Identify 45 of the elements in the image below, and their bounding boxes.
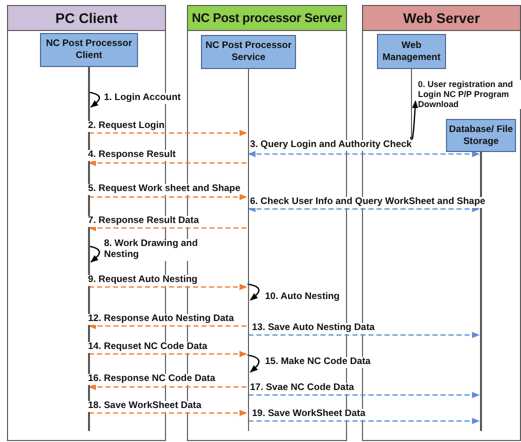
edge-label: 5. Request Work sheet and Shape — [88, 184, 240, 195]
edge-label: 13. Save Auto Nesting Data — [252, 323, 375, 334]
message-arrow — [89, 194, 248, 200]
message-arrow — [88, 224, 246, 232]
edge-label: 2. Request Login — [88, 121, 165, 132]
message-arrow — [89, 130, 248, 136]
lane-title: PC Client — [55, 10, 118, 26]
message-arrow — [248, 206, 480, 212]
edge-label: 8. Work Drawing and Nesting — [104, 239, 199, 261]
self-arrow — [410, 100, 418, 140]
participant-label: Database/ File Storage — [448, 124, 514, 148]
edge-label: 18. Save WorkSheet Data — [88, 401, 202, 412]
self-arrow — [247, 283, 260, 300]
edge-label: 7. Response Result Data — [88, 216, 199, 227]
message-arrow — [89, 410, 248, 416]
edge-label: 15. Make NC Code Data — [265, 357, 371, 368]
edge-label: 14. Requset NC Code Data — [88, 342, 208, 353]
edge-label: 9. Request Auto Nesting — [88, 275, 198, 286]
message-arrow — [89, 284, 248, 290]
message-arrow — [88, 160, 246, 166]
message-arrow — [248, 392, 480, 398]
edge-label: 19. Save WorkSheet Data — [252, 409, 366, 420]
self-arrow — [88, 91, 100, 108]
participant-label: NC Post Processor Client — [44, 38, 134, 62]
self-arrow — [88, 245, 100, 262]
edge-label: 6. Check User Info and Query WorkSheet and Shape — [250, 197, 486, 208]
edge-label: 1. Login Account — [104, 93, 181, 104]
participant-label: Web Management — [381, 40, 442, 64]
message-arrow — [88, 384, 246, 390]
lane-title: Web Server — [403, 10, 480, 26]
self-arrow — [247, 354, 260, 372]
message-arrow — [248, 150, 480, 158]
message-arrow — [89, 350, 248, 358]
edge-label: 12. Response Auto Nesting Data — [88, 314, 234, 325]
edge-label: 4. Response Result — [88, 150, 176, 161]
lane-title: NC Post processor Server — [192, 11, 342, 25]
edge-label: 10. Auto Nesting — [265, 292, 340, 303]
participant-label: NC Post Processor Service — [204, 40, 293, 64]
edge-label: 17. Svae NC Code Data — [250, 383, 354, 394]
message-arrow — [248, 332, 480, 338]
edge-label: 16. Response NC Code Data — [88, 374, 216, 385]
message-arrow — [248, 418, 480, 424]
edge-label: 3. Query Login and Authority Check — [250, 140, 412, 151]
message-arrow — [88, 322, 246, 330]
edge-label: 0. User registration and Login NC P/P Program Download — [418, 80, 521, 110]
